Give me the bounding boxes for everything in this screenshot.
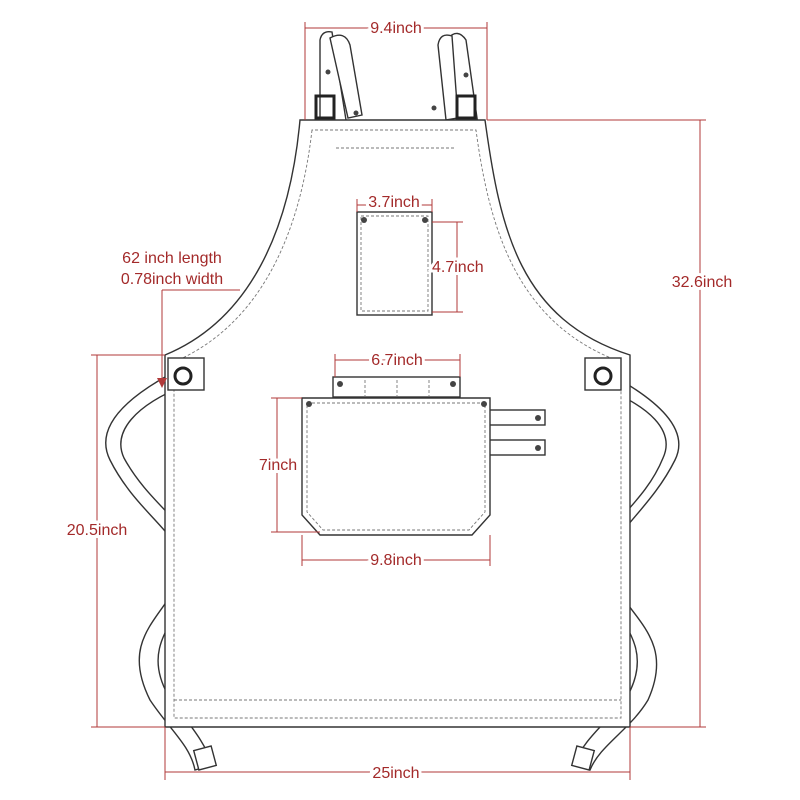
label-tie-width: 0.78inch width — [121, 271, 223, 288]
dimension-lines — [91, 22, 706, 780]
label-flap-width: 6.7inch — [371, 352, 423, 369]
label-small-pocket-width: 3.7inch — [368, 194, 420, 211]
label-small-pocket-height: 4.7inch — [432, 259, 484, 276]
label-pocket-width: 9.8inch — [370, 552, 422, 569]
label-bottom-width: 25inch — [372, 765, 419, 782]
right-buckle — [455, 94, 477, 120]
label-tie-length: 62 inch length — [122, 250, 222, 267]
label-total-height: 32.6inch — [672, 274, 733, 291]
arrow-icon — [157, 378, 167, 388]
label-pocket-height: 7inch — [259, 457, 297, 474]
right-tie — [570, 369, 680, 771]
label-neck-width: 9.4inch — [370, 20, 422, 37]
large-pocket — [301, 376, 491, 536]
left-buckle — [314, 94, 336, 120]
label-side-height: 20.5inch — [67, 522, 128, 539]
small-pocket — [356, 211, 433, 316]
